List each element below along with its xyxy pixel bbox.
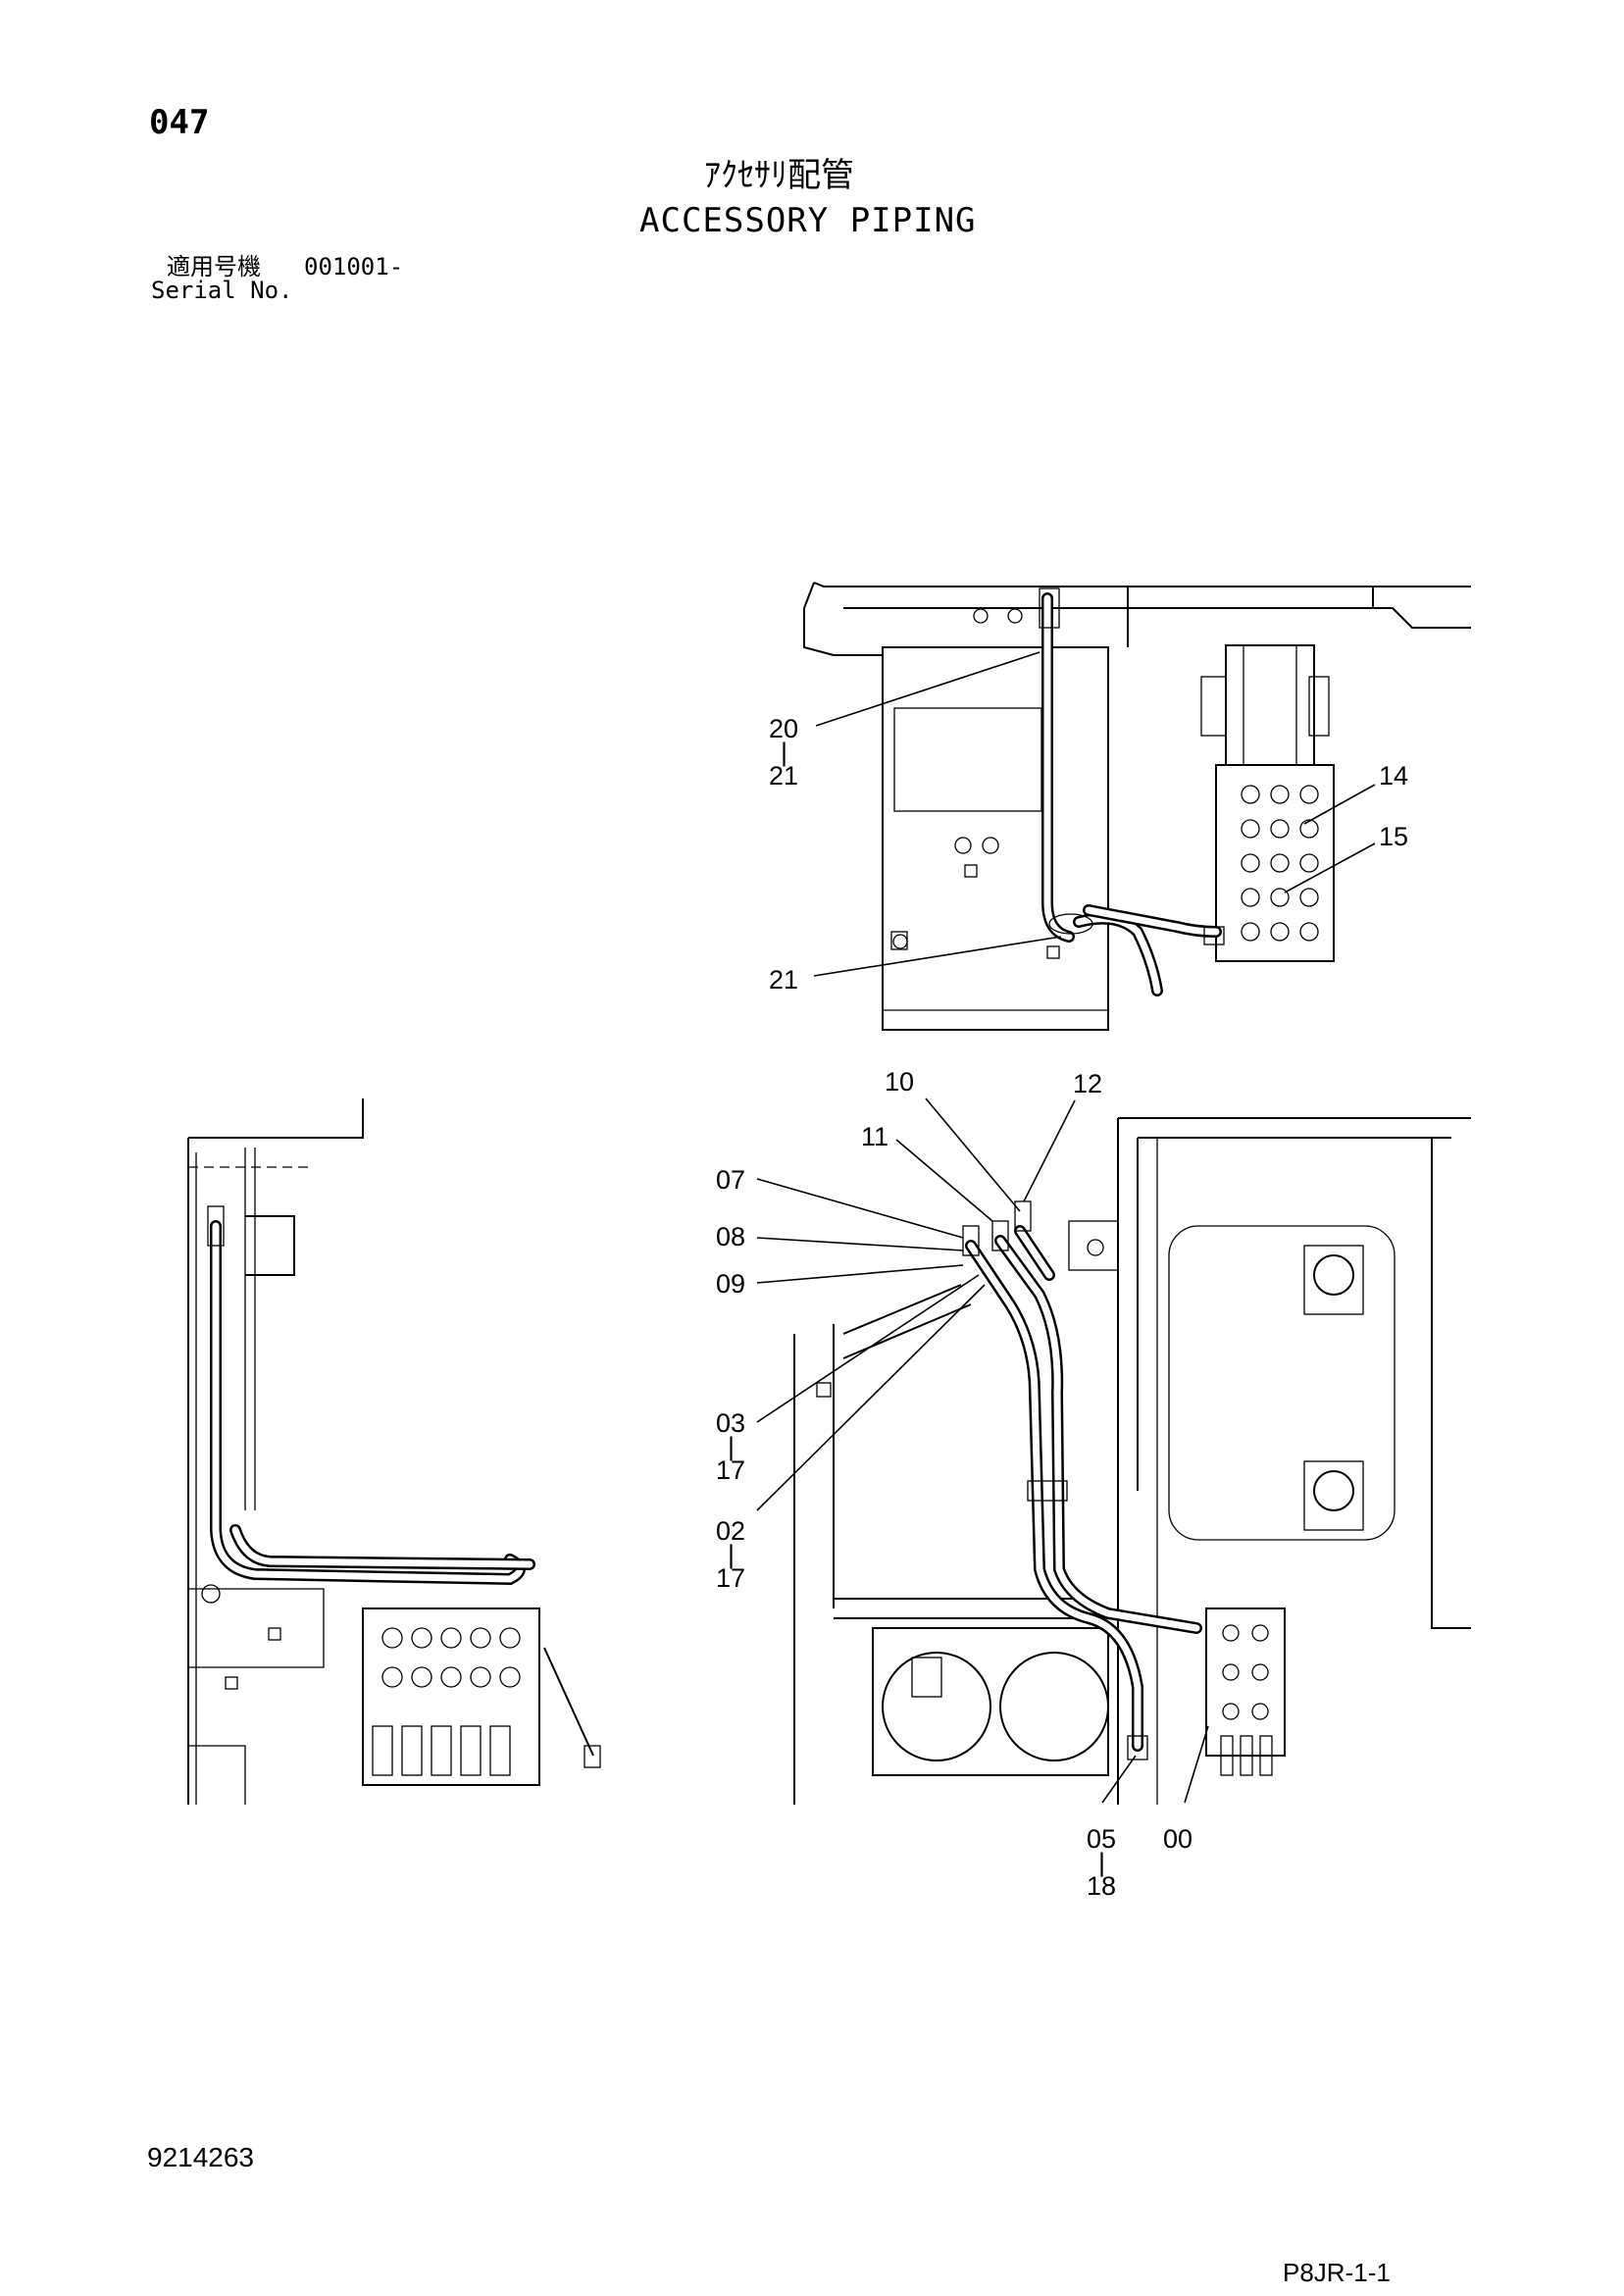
callout-20-range-separator: | — [781, 738, 787, 767]
serial-number-value: 001001- — [304, 253, 404, 281]
left-side-view — [187, 1098, 601, 1805]
callout-14: 14 — [1379, 761, 1408, 791]
callout-02: 02 — [716, 1516, 745, 1546]
serial-label: Serial No. — [151, 277, 293, 304]
callout-20: 20 — [769, 714, 798, 743]
callout-03: 03 — [716, 1408, 745, 1438]
page-title-japanese: ｱｸｾｻﾘ配管 — [704, 156, 854, 195]
top-view — [803, 582, 1471, 1031]
callout-03-range-separator: | — [728, 1432, 735, 1461]
serial-label-japanese: 適用号機 — [167, 253, 261, 281]
callout-21: 21 — [769, 965, 798, 995]
callout-00: 00 — [1163, 1824, 1193, 1854]
callout-07: 07 — [716, 1165, 745, 1195]
control-valve-top-spools — [1241, 785, 1319, 942]
callout-leaders — [756, 651, 1376, 1804]
callout-05-range-end: 18 — [1087, 1871, 1116, 1901]
callout-02-range-separator: | — [728, 1540, 735, 1569]
callout-05: 05 — [1087, 1824, 1116, 1854]
callout-03-range-end: 17 — [716, 1455, 745, 1485]
callout-05-range-separator: | — [1098, 1848, 1105, 1877]
page-title: ACCESSORY PIPING — [639, 201, 977, 240]
callout-02-range-end: 17 — [716, 1563, 745, 1593]
page-number: 047 — [149, 103, 210, 142]
callout-15: 15 — [1379, 822, 1408, 851]
callout-labels: 20 | 21 21 14 15 10 12 11 07 08 09 03 | … — [716, 714, 1408, 1901]
lower-right-view — [793, 1117, 1471, 1805]
callout-09: 09 — [716, 1269, 745, 1299]
callout-12: 12 — [1073, 1069, 1102, 1098]
callout-10: 10 — [885, 1067, 914, 1097]
callout-11: 11 — [861, 1122, 888, 1151]
document-number: 9214263 — [147, 2142, 255, 2172]
sheet-code: P8JR-1-1 — [1283, 2258, 1391, 2287]
callout-08: 08 — [716, 1222, 745, 1251]
callout-20-range-end: 21 — [769, 761, 798, 791]
